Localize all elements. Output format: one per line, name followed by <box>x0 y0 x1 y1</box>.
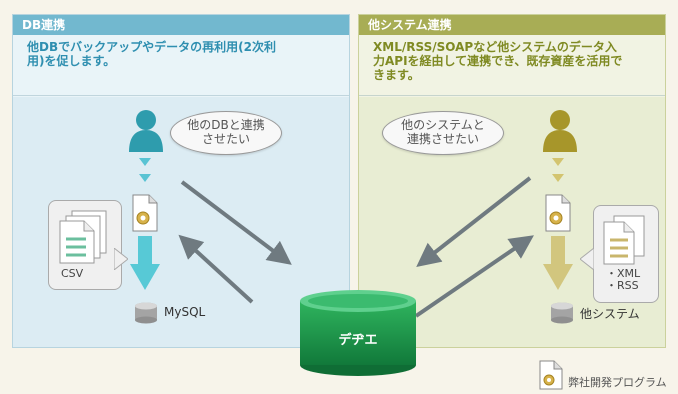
db-request-line1: 他のDBと連携 <box>187 118 265 132</box>
db-integration-description-line1: 他DBでバックアップやデータの再利用(2次利 <box>27 40 276 54</box>
system-integration-description-line1: XML/RSS/SOAPなど他システムのデータ入 <box>373 40 617 54</box>
down-triangle-icon <box>139 158 151 166</box>
panel-divider <box>359 95 665 96</box>
db-integration-description: 他DBでバックアップやデータの再利用(2次利 用)を促します。 <box>13 35 349 68</box>
panel-divider <box>13 95 349 96</box>
mysql-label: MySQL <box>164 305 206 319</box>
xml-label: ・XML <box>606 267 641 280</box>
document-stack-icon <box>59 210 107 264</box>
system-request-bubble: 他のシステムと 連携させたい <box>382 111 504 155</box>
down-flow-arrow-icon <box>543 236 573 290</box>
database-icon <box>135 302 157 324</box>
system-integration-description-line2: 力APIを経由して連携でき、既存資産を活用で <box>373 54 623 68</box>
legend-label: 弊社開発プログラム <box>568 376 667 389</box>
system-request-line1: 他のシステムと <box>401 118 485 132</box>
user-icon <box>129 110 163 152</box>
dejie-label: デヂエ <box>338 333 378 348</box>
user-icon <box>543 110 577 152</box>
program-document-icon <box>545 194 571 232</box>
db-request-line2: させたい <box>201 132 250 146</box>
db-integration-title: DB連携 <box>13 15 349 35</box>
other-system-label: 他システム <box>580 307 640 321</box>
program-document-icon <box>132 194 158 232</box>
bubble-pointer <box>580 248 594 270</box>
xml-rss-document-group: ・XML ・RSS <box>593 205 659 303</box>
system-integration-title: 他システム連携 <box>359 15 665 35</box>
csv-document-group: CSV <box>48 200 122 290</box>
down-flow-arrow-icon <box>130 236 160 290</box>
program-document-icon <box>539 360 563 390</box>
system-integration-description-line3: きます。 <box>373 68 420 82</box>
db-request-bubble: 他のDBと連携 させたい <box>170 111 282 155</box>
database-icon <box>551 302 573 324</box>
xml-rss-label: ・XML ・RSS <box>606 268 640 292</box>
bubble-pointer <box>114 248 128 270</box>
dejie-database-icon <box>300 290 416 376</box>
document-stack-icon <box>603 215 645 265</box>
down-triangle-icon <box>552 174 564 182</box>
rss-label: ・RSS <box>606 279 639 292</box>
system-request-line2: 連携させたい <box>406 132 479 146</box>
system-integration-description: XML/RSS/SOAPなど他システムのデータ入 力APIを経由して連携でき、既… <box>359 35 665 82</box>
down-triangle-icon <box>552 158 564 166</box>
db-integration-description-line2: 用)を促します。 <box>27 54 116 68</box>
csv-label: CSV <box>61 267 84 280</box>
down-triangle-icon <box>139 174 151 182</box>
